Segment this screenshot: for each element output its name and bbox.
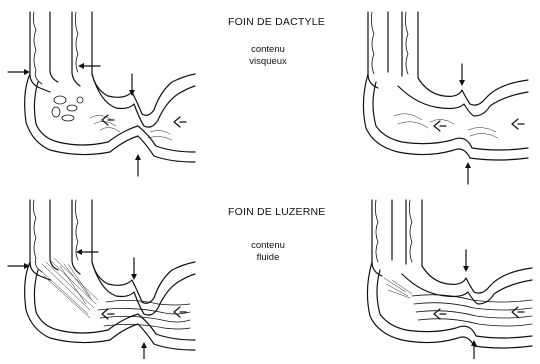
- section-title-dactyle: FOIN DE DACTYLE: [228, 16, 325, 28]
- section-title-luzerne: FOIN DE LUZERNE: [228, 206, 326, 218]
- compression-arrow-icon: [78, 63, 100, 69]
- panel-dactyle-relaxation: [363, 12, 528, 184]
- compression-arrow-icon: [135, 154, 141, 176]
- viscous-content: [52, 96, 172, 140]
- flow-arrow-icon: [512, 307, 524, 317]
- compression-arrow-icon: [8, 263, 30, 269]
- flow-arrow-icon: [434, 121, 446, 131]
- compression-arrow-icon: [463, 250, 469, 272]
- compression-arrow-icon: [129, 74, 135, 96]
- note-line: visqueux: [223, 56, 313, 68]
- fluid-content: [40, 258, 190, 329]
- section-note-luzerne: contenu fluide: [223, 240, 313, 264]
- panel-luzerne-contraction: [8, 200, 195, 359]
- compression-arrow-icon: [465, 162, 471, 184]
- compression-arrow-icon: [8, 69, 30, 75]
- note-line: contenu: [223, 44, 313, 56]
- note-line: contenu: [223, 240, 313, 252]
- flow-arrow-icon: [174, 117, 186, 127]
- flow-arrow-icon: [512, 119, 524, 129]
- compression-arrow-icon: [76, 249, 98, 255]
- panel-dactyle-contraction: [8, 12, 195, 176]
- note-line: fluide: [223, 252, 313, 264]
- panel-luzerne-relaxation: [367, 200, 532, 359]
- compression-arrow-icon: [131, 258, 137, 280]
- section-note-dactyle: contenu visqueux: [223, 44, 313, 68]
- compression-arrow-icon: [141, 342, 147, 359]
- flow-arrow-icon: [102, 115, 114, 125]
- compression-arrow-icon: [459, 64, 465, 86]
- flow-arrow-icon: [174, 307, 186, 317]
